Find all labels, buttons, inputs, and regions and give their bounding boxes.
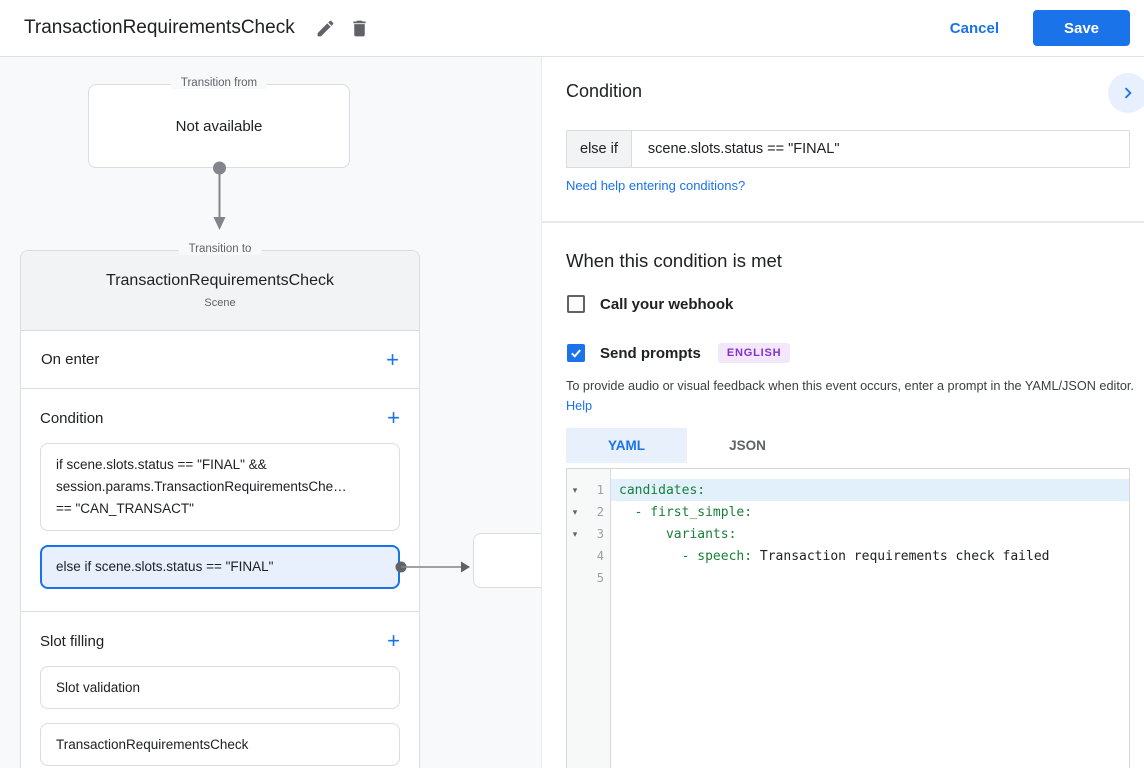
- transition-from-content: Not available: [175, 117, 263, 135]
- pencil-icon: [317, 20, 334, 36]
- tab-yaml[interactable]: YAML: [566, 428, 687, 463]
- scene-title: TransactionRequirementsCheck: [106, 272, 334, 289]
- editor-code-line[interactable]: variants:: [611, 523, 1129, 545]
- transition-from-box: Transition from Not available: [88, 77, 350, 168]
- condition-section: Condition + if scene.slots.status == "FI…: [21, 389, 470, 612]
- add-condition-button[interactable]: +: [387, 405, 400, 430]
- condition-panel: Condition else if Need help entering con…: [542, 57, 1144, 768]
- line-number: 3: [596, 527, 604, 541]
- on-enter-section: On enter +: [21, 331, 419, 389]
- line-number: 2: [596, 505, 604, 519]
- editor-line: ▾ 2 - first_simple:: [567, 501, 1129, 523]
- condition-item-line: else if scene.slots.status == "FINAL": [56, 559, 274, 574]
- yaml-key-text: variants:: [619, 526, 737, 542]
- transition-to-legend: Transition to: [178, 243, 262, 255]
- flow-canvas: Transition from Not available Transition…: [0, 57, 542, 768]
- yaml-key-text: candidates:: [619, 482, 706, 498]
- prompts-checkbox[interactable]: [567, 344, 585, 362]
- editor-code-line[interactable]: candidates:: [611, 479, 1129, 501]
- line-number: 4: [596, 549, 604, 563]
- condition-item[interactable]: if scene.slots.status == "FINAL" && sess…: [40, 443, 400, 531]
- condition-prefix-label: else if: [567, 131, 632, 167]
- editor-line: 4 - speech: Transaction requirements che…: [567, 545, 1129, 567]
- prompts-description: To provide audio or visual feedback when…: [566, 376, 1144, 416]
- webhook-checkbox[interactable]: [567, 295, 585, 313]
- condition-expression-input[interactable]: [631, 131, 1129, 167]
- yaml-key-text: - speech:: [619, 548, 753, 564]
- transition-to-card: Transition to TransactionRequirementsChe…: [20, 243, 470, 768]
- panel-title: Condition: [566, 81, 643, 101]
- line-number: 1: [596, 483, 604, 497]
- condition-item-line: session.params.TransactionRequirementsCh…: [56, 479, 347, 494]
- collapse-panel-button[interactable]: [1108, 73, 1144, 113]
- yaml-value-text: Transaction requirements check failed: [752, 548, 1050, 564]
- delete-button[interactable]: [343, 11, 377, 45]
- fold-icon[interactable]: ▾: [572, 484, 578, 495]
- panel-divider: [542, 221, 1144, 223]
- line-number: 5: [596, 571, 604, 585]
- editor-line: 5: [567, 567, 1129, 589]
- conditions-help-link[interactable]: Need help entering conditions?: [566, 178, 746, 193]
- page-title: TransactionRequirementsCheck: [24, 17, 295, 38]
- scene-subtitle: Scene: [204, 297, 236, 309]
- editor-code-line[interactable]: - speech: Transaction requirements check…: [611, 545, 1129, 567]
- editor-tabs: YAML JSON: [566, 428, 808, 463]
- editor-code-line[interactable]: [611, 567, 1129, 589]
- edit-button[interactable]: [309, 11, 343, 45]
- language-badge: ENGLISH: [717, 343, 791, 363]
- prompts-label: Send prompts: [600, 344, 701, 362]
- editor-code-line[interactable]: - first_simple:: [611, 501, 1129, 523]
- on-enter-label: On enter: [41, 351, 100, 368]
- chevron-right-icon: [1124, 87, 1132, 99]
- flow-arrow-down: [213, 161, 226, 230]
- slot-item[interactable]: Slot validation: [40, 666, 400, 709]
- cancel-button[interactable]: Cancel: [932, 12, 1017, 45]
- yaml-key-text: - first_simple:: [619, 504, 753, 520]
- editor-line: ▾ 3 variants:: [567, 523, 1129, 545]
- prompts-description-text: To provide audio or visual feedback when…: [566, 379, 1134, 393]
- flow-arrow-right: [395, 561, 470, 573]
- prompts-row: Send prompts ENGLISH: [567, 343, 791, 363]
- webhook-row: Call your webhook: [567, 295, 733, 313]
- check-icon: [571, 349, 581, 358]
- add-on-enter-button[interactable]: +: [386, 346, 399, 372]
- trash-icon: [353, 20, 366, 36]
- transition-target-box[interactable]: [473, 533, 541, 588]
- condition-item-line: == "CAN_TRANSACT": [56, 501, 194, 516]
- slot-item[interactable]: TransactionRequirementsCheck: [40, 723, 400, 766]
- transition-from-legend: Transition from: [170, 77, 268, 89]
- slot-filling-section: Slot filling + Slot validation Transacti…: [21, 612, 419, 766]
- condition-label: Condition: [40, 409, 104, 427]
- add-slot-button[interactable]: +: [387, 628, 400, 653]
- yaml-editor[interactable]: ▾ 1 candidates: ▾ 2 - first_simple: ▾ 3 var…: [566, 468, 1130, 768]
- fold-icon[interactable]: ▾: [572, 506, 578, 517]
- condition-item-selected[interactable]: else if scene.slots.status == "FINAL": [40, 545, 470, 589]
- editor-line: ▾ 1 candidates:: [567, 479, 1129, 501]
- fold-icon[interactable]: ▾: [572, 528, 578, 539]
- slot-filling-label: Slot filling: [40, 632, 105, 650]
- condition-item-line: if scene.slots.status == "FINAL" &&: [56, 457, 267, 472]
- editor-gutter: [567, 469, 611, 768]
- scene-header: TransactionRequirementsCheck Scene: [21, 251, 419, 331]
- save-button[interactable]: Save: [1033, 10, 1130, 46]
- tab-json[interactable]: JSON: [729, 438, 766, 453]
- topbar: TransactionRequirementsCheck Cancel Save: [0, 0, 1144, 57]
- condition-input-group: else if: [566, 130, 1130, 168]
- when-met-title: When this condition is met: [566, 250, 782, 271]
- webhook-label: Call your webhook: [600, 295, 734, 313]
- prompts-help-link[interactable]: Help: [566, 399, 593, 413]
